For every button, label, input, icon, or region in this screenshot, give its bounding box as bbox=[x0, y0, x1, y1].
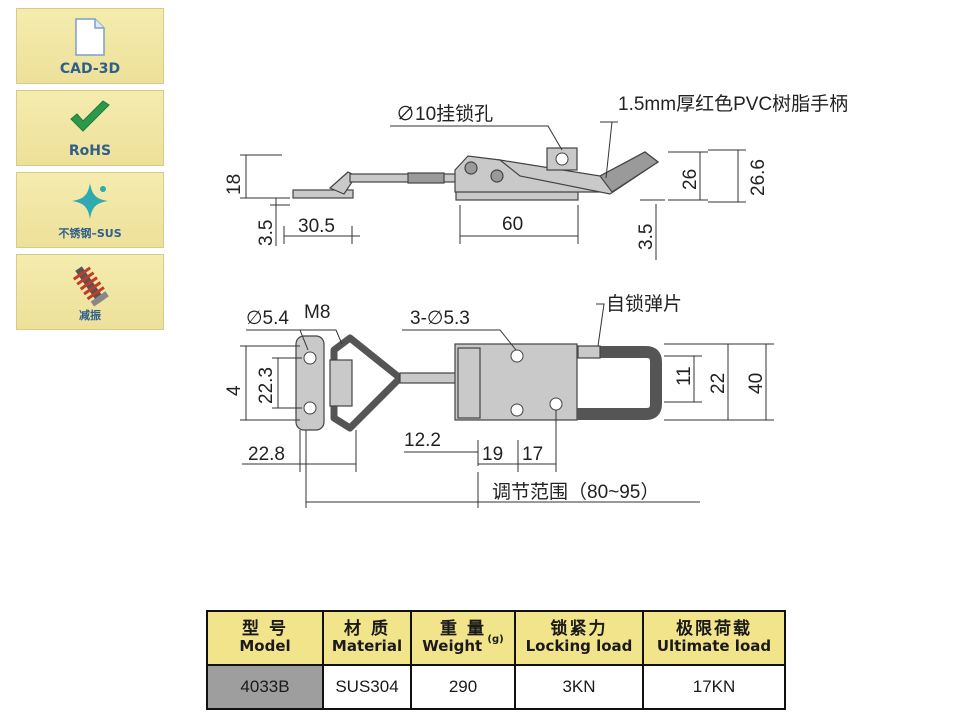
left-hole-top bbox=[303, 351, 317, 365]
sparkle-icon bbox=[72, 183, 108, 219]
hole-leader bbox=[390, 125, 563, 151]
spec-header-row: 型 号 Model 材 质 Material 重 量 Weight (g) 锁紧… bbox=[206, 610, 786, 666]
cell-material: SUS304 bbox=[322, 664, 412, 710]
self-lock-spring bbox=[577, 345, 601, 359]
left-base-plate bbox=[292, 189, 354, 199]
cell-weight: 290 bbox=[410, 664, 516, 710]
three-holes-note: 3-∅5.3 bbox=[410, 308, 470, 329]
thread-note: M8 bbox=[304, 302, 330, 323]
left-hole-bottom bbox=[303, 401, 317, 415]
dim-30-5: 30.5 bbox=[298, 216, 335, 237]
badge-label: 不锈钢–SUS bbox=[58, 227, 122, 240]
feature-badges: CAD-3D RoHS 不锈钢–SUS 减振 bbox=[16, 8, 164, 336]
pvc-grip bbox=[599, 151, 660, 193]
spec-row: 4033B SUS304 290 3KN 17KN bbox=[206, 664, 786, 710]
dim-11: 11 bbox=[674, 366, 695, 386]
dim-12-2: 12.2 bbox=[404, 430, 441, 451]
cell-model: 4033B bbox=[206, 664, 324, 710]
dim-19: 19 bbox=[482, 444, 503, 465]
technical-drawing: ∅10挂锁孔 1.5mm厚红色PVC树脂手柄 18 3.5 30.5 60 3.… bbox=[224, 93, 848, 508]
spring-icon bbox=[72, 266, 109, 307]
handle-leader bbox=[600, 121, 618, 179]
padlock-hole bbox=[555, 152, 569, 166]
dim-22-3: 22.3 bbox=[256, 367, 277, 404]
dim-18: 18 bbox=[224, 174, 245, 195]
badge-rohs[interactable]: RoHS bbox=[16, 90, 164, 166]
badge-label: 减振 bbox=[79, 309, 101, 322]
dim-40: 40 bbox=[746, 373, 767, 394]
handle-note: 1.5mm厚红色PVC树脂手柄 bbox=[618, 93, 848, 115]
pivot-2 bbox=[490, 169, 504, 183]
header-locking: 锁紧力 Locking load bbox=[514, 610, 644, 666]
cell-ultimate: 17KN bbox=[642, 664, 786, 710]
loop-pad bbox=[329, 359, 353, 407]
badge-stainless[interactable]: 不锈钢–SUS bbox=[16, 172, 164, 248]
wire-loop bbox=[330, 334, 404, 432]
dim-60: 60 bbox=[502, 214, 523, 235]
header-material: 材 质 Material bbox=[322, 610, 412, 666]
self-lock-note: 自锁弹片 bbox=[606, 293, 682, 315]
header-weight: 重 量 Weight (g) bbox=[410, 610, 516, 666]
checkmark-icon bbox=[70, 100, 110, 132]
header-ultimate: 极限荷载 Ultimate load bbox=[642, 610, 786, 666]
adjust-range: 调节范围（80~95） bbox=[492, 481, 659, 503]
hole-note: ∅10挂锁孔 bbox=[396, 103, 493, 125]
pivot bbox=[464, 161, 478, 175]
badge-damping[interactable]: 减振 bbox=[16, 254, 164, 330]
cell-locking: 3KN bbox=[514, 664, 644, 710]
spec-table: 型 号 Model 材 质 Material 重 量 Weight (g) 锁紧… bbox=[206, 610, 786, 710]
dim-4: 4 bbox=[224, 385, 245, 396]
dim-3-5-right: 3.5 bbox=[636, 224, 657, 250]
dim-26-6: 26.6 bbox=[748, 159, 769, 196]
top-view bbox=[240, 303, 774, 508]
side-view bbox=[240, 121, 746, 260]
dim-22-8: 22.8 bbox=[248, 444, 285, 465]
badge-cad-3d[interactable]: CAD-3D bbox=[16, 8, 164, 84]
body-left-block bbox=[457, 347, 481, 419]
left-bracket bbox=[295, 335, 325, 431]
badge-label: RoHS bbox=[68, 143, 112, 159]
dim-26: 26 bbox=[680, 169, 701, 190]
badge-label: CAD-3D bbox=[59, 61, 121, 77]
rod-top bbox=[399, 372, 461, 384]
dim-17: 17 bbox=[522, 444, 543, 465]
header-model: 型 号 Model bbox=[206, 610, 324, 666]
hole-left-note: ∅5.4 bbox=[246, 308, 289, 329]
u-handle bbox=[577, 346, 662, 420]
thread bbox=[407, 172, 445, 184]
dim-22: 22 bbox=[708, 373, 729, 394]
document-icon bbox=[75, 18, 105, 56]
dim-3-5-left: 3.5 bbox=[256, 220, 277, 246]
